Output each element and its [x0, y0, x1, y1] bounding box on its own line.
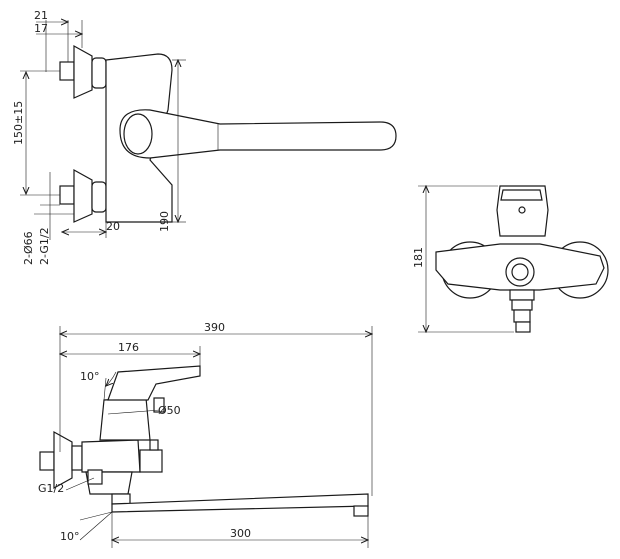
upper-inlet-fitting — [59, 61, 75, 81]
dim-g12: G1/2 — [38, 482, 64, 495]
lower-nut — [91, 181, 107, 213]
upper-nut — [91, 57, 107, 89]
elev-lever — [107, 365, 201, 401]
elevation-view — [39, 326, 372, 548]
dim-g12-pair: 2-G1/2 — [38, 227, 51, 265]
elev-spout-collar — [111, 493, 131, 505]
elev-set-screw — [153, 397, 165, 413]
lower-inlet-fitting — [59, 185, 75, 205]
elev-spout — [111, 493, 369, 513]
elev-flange — [53, 430, 73, 490]
dim-20: 20 — [106, 220, 120, 233]
side-spout-3 — [513, 309, 531, 323]
elev-diverter — [139, 449, 163, 473]
elev-body — [81, 439, 141, 473]
elev-cartridge — [99, 397, 151, 441]
side-view — [418, 186, 609, 333]
side-diverter-knob — [505, 257, 535, 287]
dim-dia-50: Ø50 — [158, 404, 181, 417]
dim-176: 176 — [118, 341, 139, 354]
lever-hub — [123, 113, 153, 155]
dim-dia-66: 2-Ø66 — [22, 231, 35, 265]
front-view — [20, 20, 397, 240]
elev-diverter-cap — [149, 439, 159, 451]
side-spout-2 — [511, 299, 533, 311]
lever-handle — [119, 109, 397, 159]
dim-top-17: 17 — [34, 22, 48, 35]
lower-flange — [73, 168, 93, 223]
side-spout-4 — [515, 321, 531, 333]
dim-300: 300 — [230, 527, 251, 540]
elev-g12-fitting — [87, 469, 103, 485]
side-spout-1 — [509, 289, 535, 301]
upper-flange — [73, 44, 93, 99]
dim-angle-10-bottom: 10° — [60, 530, 80, 543]
elev-inlet-fitting — [39, 451, 55, 471]
dim-190: 190 — [158, 211, 171, 232]
elev-aerator — [353, 505, 369, 517]
side-knob-center — [511, 263, 529, 281]
dim-top-21: 21 — [34, 9, 48, 22]
dim-150: 150±15 — [12, 101, 25, 145]
dim-181: 181 — [412, 247, 425, 268]
elev-nut — [71, 445, 83, 471]
side-cartridge-cap — [500, 189, 543, 201]
side-indicator — [518, 206, 526, 214]
dim-390: 390 — [204, 321, 225, 334]
dim-angle-10-top: 10° — [80, 370, 100, 383]
